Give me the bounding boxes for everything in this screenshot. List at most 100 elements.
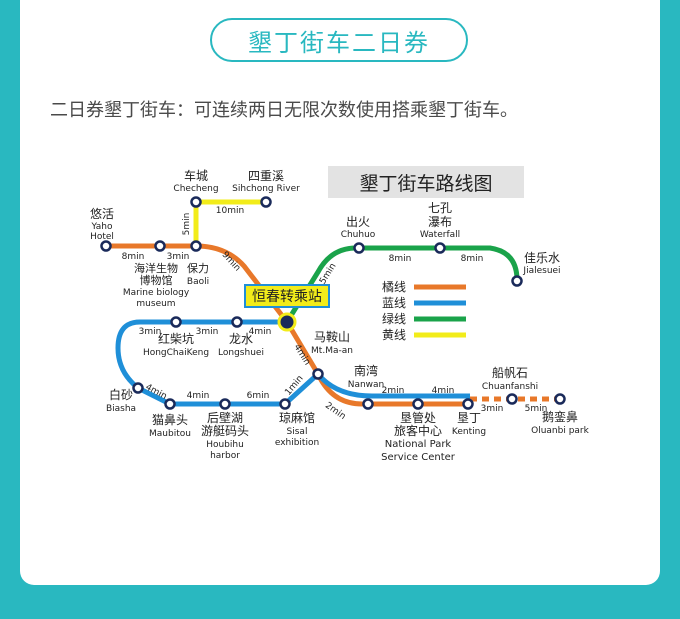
label-sisal-zh: 琼麻馆 [279, 410, 315, 425]
label-nps-en2: Service Center [381, 452, 456, 463]
label-checheng-zh: 车城 [184, 168, 208, 183]
station-dot-biasha[interactable] [132, 382, 144, 394]
legend-orange-label: 橘线 [382, 279, 406, 294]
station-dot-nanwan[interactable] [362, 398, 374, 410]
label-maan-en: Mt.Ma-an [311, 346, 353, 356]
label-biasha-en: Biasha [106, 404, 136, 414]
label-baoli-zh: 保力 [187, 261, 209, 275]
station-dot-oluanbi[interactable] [554, 393, 566, 405]
label-checheng-en: Checheng [173, 184, 218, 194]
time-baoli-checheng: 5min [182, 213, 192, 236]
legend-blue-label: 蓝线 [382, 296, 406, 310]
transfer-label: 恒春转乘站 [252, 289, 322, 305]
station-dot-baoli[interactable] [190, 240, 202, 252]
content-card [20, 0, 660, 585]
label-yaho-en1: Yaho [91, 222, 113, 232]
label-hongchaikeng-zh: 红柴坑 [158, 331, 194, 346]
station-dot-chuanfanshi[interactable] [506, 393, 518, 405]
label-longshuei-en: Longshuei [218, 348, 264, 358]
label-yaho-zh: 悠活 [90, 206, 114, 221]
time-marine-baoli: 3min [167, 252, 190, 262]
label-biasha-zh: 白砂 [109, 387, 133, 402]
label-hongchaikeng-en: HongChaiKeng [143, 348, 209, 358]
label-chuhuo-zh: 出火 [346, 215, 370, 229]
map-title-box [328, 166, 524, 198]
label-marine-zh1: 海洋生物 [134, 261, 178, 275]
station-dot-maan[interactable] [312, 368, 324, 380]
time-hong-b: 3min [196, 327, 219, 337]
station-dot-maubitou[interactable] [164, 398, 176, 410]
label-houbihu-zh1: 后壁湖 [207, 410, 243, 425]
label-waterfall-zh1: 七孔 [428, 201, 452, 215]
station-dot-houbihu[interactable] [219, 398, 231, 410]
label-oluanbi-en: Oluanbi park [531, 426, 590, 436]
time-houbihu-sisal: 6min [247, 391, 270, 401]
legend: 橘线 蓝线 绿线 黄线 [382, 279, 466, 342]
label-marine-zh2: 博物馆 [140, 273, 173, 287]
label-nps-zh2: 旅客中心 [394, 423, 442, 438]
station-dot-longshuei[interactable] [231, 316, 243, 328]
label-yaho-en2: Hotel [90, 232, 114, 242]
time-longshuei-transfer: 4min [249, 327, 272, 337]
time-chuhuo-waterfall: 8min [389, 254, 412, 264]
time-nanwan-nps: 2min [382, 386, 405, 396]
label-chuanfanshi-zh: 船帆石 [492, 365, 528, 380]
label-kenting-zh: 垦丁 [457, 411, 481, 425]
station-dot-chuhuo[interactable] [353, 242, 365, 254]
station-dot-checheng[interactable] [190, 196, 202, 208]
transfer-label-box [244, 284, 330, 308]
label-marine-en2: museum [136, 299, 175, 309]
label-longshuei-zh: 龙水 [229, 332, 253, 346]
time-yaho-marine: 8min [122, 252, 145, 262]
label-kenting-en: Kenting [452, 427, 486, 437]
label-jialesuei-en: Jialesuei [522, 266, 560, 276]
station-dot-hong-a[interactable] [170, 316, 182, 328]
yellow-line [160, 199, 266, 249]
page-title: 墾丁街车二日券 [210, 18, 468, 62]
legend-yellow-label: 黄线 [382, 328, 406, 342]
map-title: 墾丁街车路线图 [359, 173, 492, 195]
label-baoli-en: Baoli [187, 277, 209, 287]
intro-text: 二日券墾丁街车：可连续两日无限次数使用搭乘墾丁街车。 [50, 100, 518, 121]
label-maubitou-en: Maubitou [149, 429, 191, 439]
label-chuanfanshi-en: Chuanfanshi [482, 382, 538, 392]
time-chuanfanshi-oluanbi: 5min [525, 404, 548, 414]
label-houbihu-en2: harbor [210, 451, 240, 461]
label-houbihu-zh2: 游艇码头 [201, 424, 249, 438]
station-dot-sisal[interactable] [279, 398, 291, 410]
label-maubitou-zh: 猫鼻头 [152, 412, 188, 427]
label-sihchong-en: Sihchong River [232, 184, 300, 194]
label-nanwan-en: Nanwan [348, 380, 385, 390]
label-oluanbi-zh: 鹅銮鼻 [542, 409, 578, 424]
label-maan-zh: 马鞍山 [314, 329, 350, 344]
time-checheng-sihchong: 10min [216, 206, 244, 216]
station-dot-waterfall[interactable] [434, 242, 446, 254]
blue-line [115, 319, 470, 407]
station-dot-yaho[interactable] [100, 240, 112, 252]
time-kenting-chuanfanshi: 3min [481, 404, 504, 414]
time-waterfall-jialesuei: 8min [461, 254, 484, 264]
label-sisal-en1: Sisal [287, 427, 308, 437]
label-nps-zh1: 垦管处 [400, 410, 436, 425]
station-dot-kenting[interactable] [462, 398, 474, 410]
time-maubitou-houbihu: 4min [187, 391, 210, 401]
time-lower-blue: 2min [323, 401, 347, 422]
label-jialesuei-zh: 佳乐水 [524, 251, 560, 265]
legend-green-label: 绿线 [382, 311, 406, 326]
label-marine-en1: Marine biology [123, 288, 190, 298]
label-sisal-en2: exhibition [275, 438, 319, 448]
time-hong-a: 3min [139, 327, 162, 337]
label-sihchong-zh: 四重溪 [248, 169, 284, 183]
station-dot-marine[interactable] [154, 240, 166, 252]
station-dot-jialesuei[interactable] [511, 275, 523, 287]
label-nps-en1: National Park [385, 439, 452, 450]
label-nanwan-zh: 南湾 [354, 363, 378, 378]
station-dot-sihchong[interactable] [260, 196, 272, 208]
station-dot-nps[interactable] [412, 398, 424, 410]
label-chuhuo-en: Chuhuo [341, 230, 376, 240]
station-dot-transfer[interactable] [277, 312, 297, 332]
time-baoli-transfer: 9min [219, 250, 242, 274]
label-waterfall-en: Waterfall [420, 230, 460, 240]
label-houbihu-en1: Houbihu [206, 440, 244, 450]
